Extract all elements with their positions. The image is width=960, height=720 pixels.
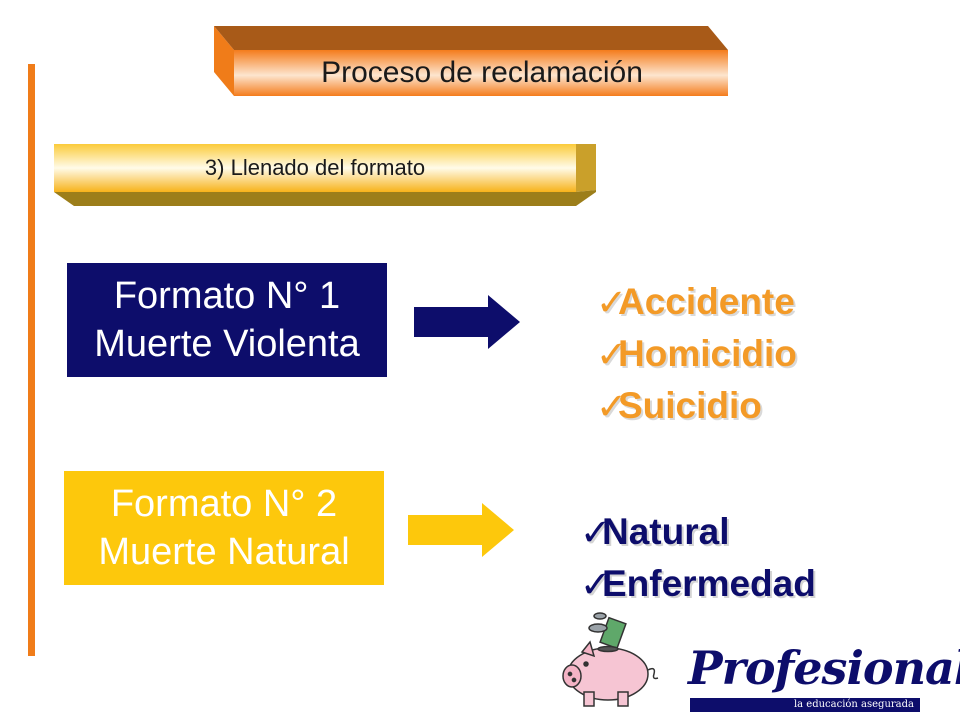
list-item: ✓ Suicidio [596,380,797,432]
check-icon: ✓ [596,281,628,323]
right-arrow-icon [408,503,514,557]
piggy-bank-icon [562,612,659,707]
list-item: ✓ Homicidio [596,328,797,380]
violent-causes-list: ✓ Accidente ✓ Homicidio ✓ Suicidio [596,276,797,432]
format-2-box: Formato N° 2 Muerte Natural [64,471,384,585]
format-1-box: Formato N° 1 Muerte Violenta [67,263,387,377]
left-accent-rule [28,64,35,656]
check-icon: ✓ [596,333,628,375]
check-icon: ✓ [596,385,628,427]
cause-label: Natural [602,511,730,552]
format-1-type: Muerte Violenta [94,323,360,365]
format-2-type: Muerte Natural [98,531,350,573]
right-arrow-icon [414,295,520,349]
list-item: ✓ Natural [580,506,816,558]
cause-label: Accidente [618,281,795,322]
check-icon: ✓ [580,511,612,553]
page-title: Proceso de reclamación [321,56,643,89]
cause-label: Homicidio [618,333,797,374]
title-banner: Proceso de reclamación [214,22,730,98]
step-label: 3) Llenado del formato [204,155,426,180]
cause-label: Suicidio [618,385,762,426]
list-item: ✓ Enfermedad [580,558,816,610]
check-icon: ✓ [580,563,612,605]
cause-label: Enfermedad [602,563,816,604]
brand-logo: Profesional [688,641,960,695]
natural-causes-list: ✓ Natural ✓ Enfermedad [580,506,816,610]
brand-tagline: la educación asegurada [690,698,920,712]
format-1-number: Formato N° 1 [113,275,341,317]
step-banner: 3) Llenado del formato [54,140,596,208]
format-2-number: Formato N° 2 [110,483,338,525]
list-item: ✓ Accidente [596,276,797,328]
